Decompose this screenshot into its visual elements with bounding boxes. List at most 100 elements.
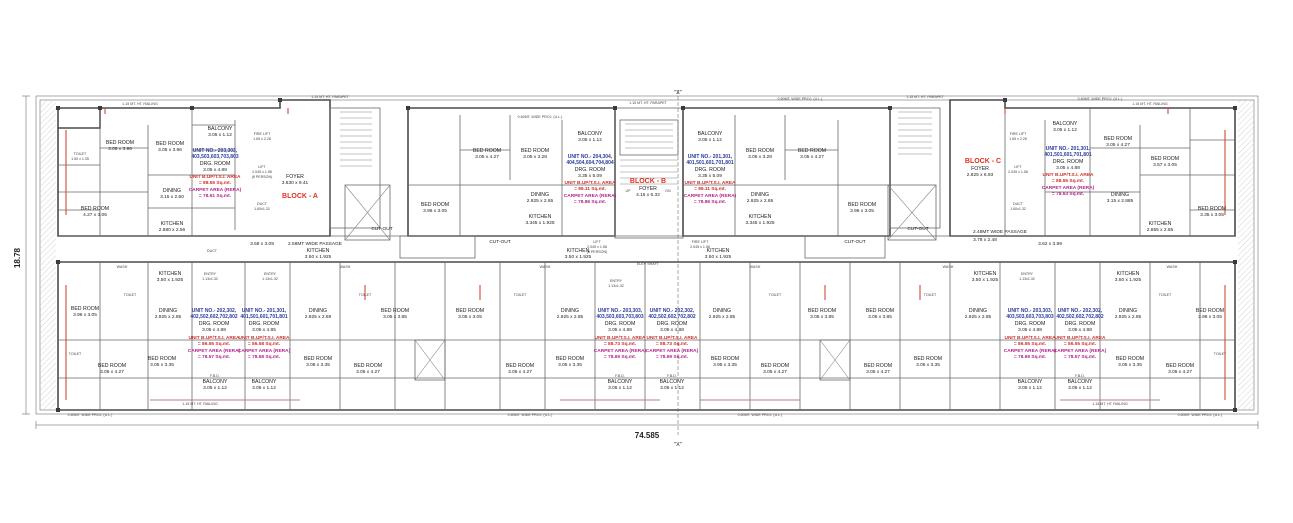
balcony-size: 3.05 x 1.12 [1018, 385, 1042, 391]
railing-c: 1.15 MT. HT. RAILING [1132, 102, 1168, 106]
foyer-a-label: FOYER [286, 174, 304, 180]
carpet-label: CARPET AREA (RERA) [1042, 185, 1095, 191]
wash-label: WASH [943, 265, 954, 269]
unit-bottom-2: UNIT NO.- 201,301, 401,501,601,701,801 D… [238, 248, 409, 391]
bedroom-1-size: 3.05 x 3.96 [158, 147, 182, 153]
bedroom-1-label: BED ROOM [456, 308, 484, 314]
kitchen-label: KITCHEN [1117, 271, 1140, 277]
bedroom-2-size: 4.27 x 3.06 [83, 212, 107, 218]
bedroom-3-label: BED ROOM [304, 356, 332, 362]
toilet-label: TOILET [1214, 352, 1227, 356]
duct-a-size: 1.60x1.32 [254, 207, 270, 211]
balcony-size: 3.05 x 1.12 [208, 132, 232, 138]
area-label: UNIT B.UP/T.S.I. AREA [685, 180, 737, 186]
fire-lift-size: 1.65 x 2.28 [253, 137, 271, 141]
kitchen-size: 3.50 x 1.925 [1115, 277, 1142, 283]
carpet-value: = 78.69 Sq.mt. [656, 354, 688, 360]
fire-lift-b-size: 2.045 x 1.58 [690, 245, 710, 249]
bedroom-3-label: BED ROOM [848, 202, 876, 208]
bedroom-2-label: BED ROOM [1151, 156, 1179, 162]
foyer-c-label: FOYER [971, 166, 989, 172]
unit-top-4: BALCONY 3.05 x 1.12 UNIT NO.- 201,301, 4… [1042, 121, 1226, 233]
bedroom-1-label: BED ROOM [746, 148, 774, 154]
bedroom-1-size: 3.05 x 3.05 [458, 314, 482, 320]
fb-label: F.B.D. [667, 374, 677, 378]
area-label: UNIT B.UP/T.S.I. AREA [647, 335, 699, 341]
unit-number-2: 401,501,601,701,801 [240, 314, 287, 320]
bedroom-2-label: BED ROOM [914, 356, 942, 362]
passage-left-label: 2.58MT WIDE PASSAGE [288, 241, 342, 247]
dining-size: 2.925 x 2.85 [557, 314, 584, 320]
carpet-label: CARPET AREA (RERA) [594, 348, 647, 354]
bedroom-3-size: 3.96 x 3.05 [850, 208, 874, 214]
drawing-room-size: 3.05 x 4.88 [1056, 165, 1080, 171]
lift-b-size: 2.045 x 1.58 [587, 245, 607, 249]
carpet-value: = 78.69 Sq.mt. [1014, 354, 1046, 360]
unit-number: UNIT NO.- 201,301, [242, 308, 287, 314]
carpet-label: CARPET AREA (RERA) [1054, 348, 1107, 354]
unit-number: UNIT NO.- 204,304, [568, 154, 613, 160]
lift-b-label: LIFT [593, 240, 601, 244]
kitchen-size: 3.50 x 1.925 [157, 277, 184, 283]
drawing-room-label: DRG. ROOM [575, 167, 606, 173]
bedroom-2-size: 3.57 x 3.05 [1153, 162, 1177, 168]
block-b-label: BLOCK - B [630, 178, 666, 185]
drawing-room-size: 3.05 x 4.88 [608, 327, 632, 333]
bedroom-1-label: BED ROOM [381, 308, 409, 314]
unit-bottom-5: BED ROOM 3.05 x 3.85 BED ROOM 3.05 x 3.3… [864, 271, 1057, 391]
unit-number: UNIT NO.- 202,302, [650, 308, 695, 314]
bedroom-3-label: BED ROOM [1198, 206, 1226, 212]
carpet-value: = 78.86 Sq.mt. [574, 199, 606, 205]
balcony-label: BALCONY [1018, 379, 1043, 385]
carpet-label: CARPET AREA (RERA) [684, 193, 737, 199]
dining-label: DINING [1111, 192, 1129, 198]
kitchen-size: 2.880 x 2.56 [159, 227, 186, 233]
columns [56, 98, 1237, 412]
fire-lift-b-label: FIRE LIFT [692, 240, 709, 244]
dining-size: 2.925 x 2.69 [305, 314, 332, 320]
toilet-size: 1.50 x 1.35 [71, 157, 89, 161]
bedroom-3-size: 3.05 x 4.27 [508, 369, 532, 375]
area-label: UNIT B.UP/T.S.I. AREA [239, 335, 291, 341]
balcony-size: 3.05 x 1.12 [252, 385, 276, 391]
drawing-room-size: 3.05 x 4.88 [1018, 327, 1042, 333]
wash-label: WASH [750, 265, 761, 269]
dining-label: DINING [531, 192, 549, 198]
balcony-size: 3.05 x 1.12 [578, 137, 602, 143]
bedroom-1-label: BED ROOM [808, 308, 836, 314]
balcony-size: 3.05 x 1.12 [608, 385, 632, 391]
bedroom-1b-label: BED ROOM [106, 140, 134, 146]
duct-c-label: DUCT [1013, 202, 1024, 206]
area-label: UNIT B.UP/T.S.I. AREA [565, 180, 617, 186]
bedroom-3-size: 3.95 x 3.35 [713, 362, 737, 368]
bedroom-1-size: 3.05 x 3.28 [748, 154, 772, 160]
unit-number-2: 402,502,602,702,802 [648, 314, 695, 320]
wash-label: WASH [117, 265, 128, 269]
railing-a: 1.15 MT. HT. RAILING [122, 102, 158, 106]
proj-f: 0.60MT. WIDE PROJ. (U.L.) [738, 413, 783, 417]
drawing-room-size: 3.35 x 5.09 [698, 173, 722, 179]
kitchen-size: 3.50 x 1.925 [972, 277, 999, 283]
cutout-d: CUT-OUT [907, 226, 928, 232]
cutout-c: CUT-OUT [844, 239, 865, 245]
stair-up-label: UP [626, 189, 632, 193]
carpet-label: CARPET AREA (RERA) [188, 348, 241, 354]
bedroom-3-label: BED ROOM [864, 363, 892, 369]
unit-top-1: BALCONY 3.05 x 1.12 UNIT NO.- 203,303, 4… [71, 126, 241, 233]
proj-c: 0.60MT. WIDE PROJ. (U.L.) [1078, 97, 1123, 101]
dining-size: 2.925 x 2.65 [527, 198, 554, 204]
bedroom-3-label: BED ROOM [148, 356, 176, 362]
bedroom-3-label: BED ROOM [506, 363, 534, 369]
toilet-label: TOILET [359, 293, 372, 297]
bedroom-2-size: 3.05 x 4.27 [1168, 369, 1192, 375]
bedroom-1-label: BED ROOM [1104, 136, 1132, 142]
unit-number: UNIT NO.- 202,302, [192, 308, 237, 314]
bedroom-3-size: 3.05 x 4.27 [866, 369, 890, 375]
toilet-label: TOILET [769, 293, 782, 297]
dining-label: DINING [159, 308, 177, 314]
balcony-size: 3.05 x 1.12 [1068, 385, 1092, 391]
kitchen-label: KITCHEN [707, 248, 730, 254]
bedroom-1-size: 3.05 x 4.27 [475, 154, 499, 160]
wash-label: WASH [340, 265, 351, 269]
railing-bottom-a: 1.15 MT. HT. RAILING [182, 402, 218, 406]
